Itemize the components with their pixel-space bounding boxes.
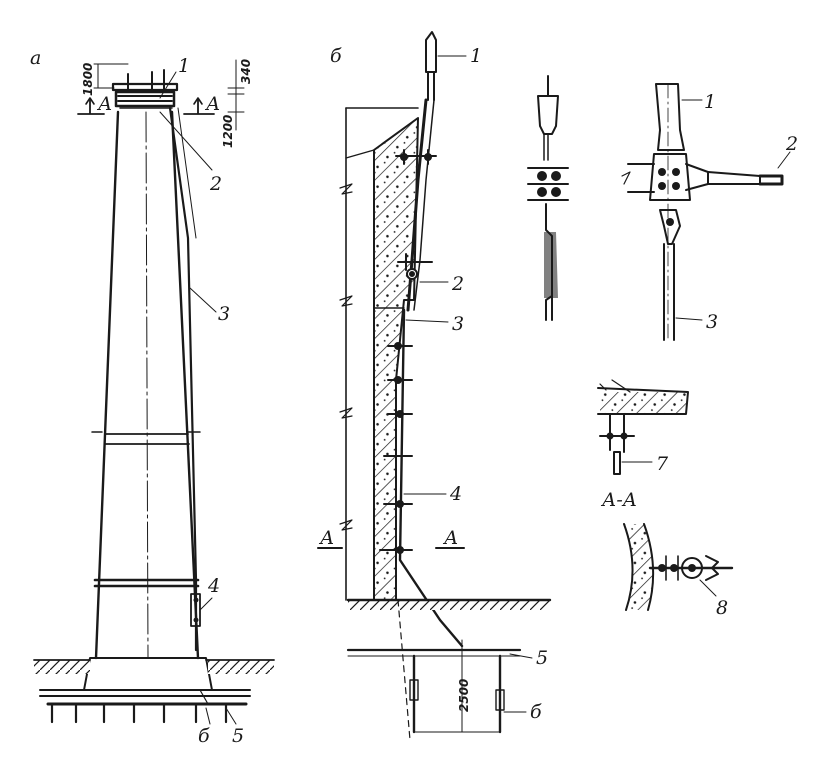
callout-a-5: 5 [232,725,244,747]
rod-and-conductor [379,31,464,648]
callout-detail-7: 7 [656,453,669,475]
chimney-shaft [91,106,201,660]
ground-electrodes [50,702,228,724]
section-aa: А-А 8 [600,489,734,619]
wall [339,107,419,601]
panel-a-letter: а [30,47,41,69]
section-b-right: А [442,527,458,549]
callout-b-3: 3 [452,313,464,335]
section-b-left: А [318,527,334,549]
callout-b-4: 4 [449,483,462,505]
section-aa-title: А-А [600,489,637,511]
dim-1800: 1800 [81,63,95,96]
chimney-head [111,69,179,109]
panel-a-section-marks: А А [77,93,220,115]
callout-a-6: б [198,725,210,747]
callout-detail-2: 2 [785,133,798,155]
callout-a-3: 3 [218,303,230,325]
detail-front-view: 1 2 3 [621,83,798,341]
panel-b-callouts: 1 2 3 4 5 б [403,45,548,723]
callout-section-8: 8 [716,597,728,619]
callout-b-1: 1 [470,45,482,67]
callout-a-1: 1 [178,55,190,77]
detail-side-view [527,75,569,321]
callout-b-5: 5 [536,647,548,669]
detail-7-bracket: 7 [597,379,689,475]
panel-b-letter: б [330,45,342,67]
panel-a-chimney: а [30,47,275,747]
dim-1200: 1200 [221,115,235,148]
callout-detail-3: 3 [706,311,718,333]
callout-b-6: б [530,701,542,723]
panel-a-callouts: 1 2 3 4 5 б [159,55,244,747]
dim-340: 340 [239,59,253,84]
callout-detail-1: 1 [704,91,716,113]
section-a-right: А [204,93,220,115]
callout-b-2: 2 [451,273,464,295]
section-a-left: А [96,93,112,115]
chimney-base [33,657,275,724]
panel-b-ground: 2500 [346,598,552,741]
panel-b-section-marks: А А [317,527,465,549]
panel-a-dimensions: 1800 340 1200 [81,59,253,148]
panel-b-section: б [317,31,552,741]
callout-a-4: 4 [207,575,220,597]
dim-2500: 2500 [457,679,471,712]
callout-a-2: 2 [209,173,222,195]
